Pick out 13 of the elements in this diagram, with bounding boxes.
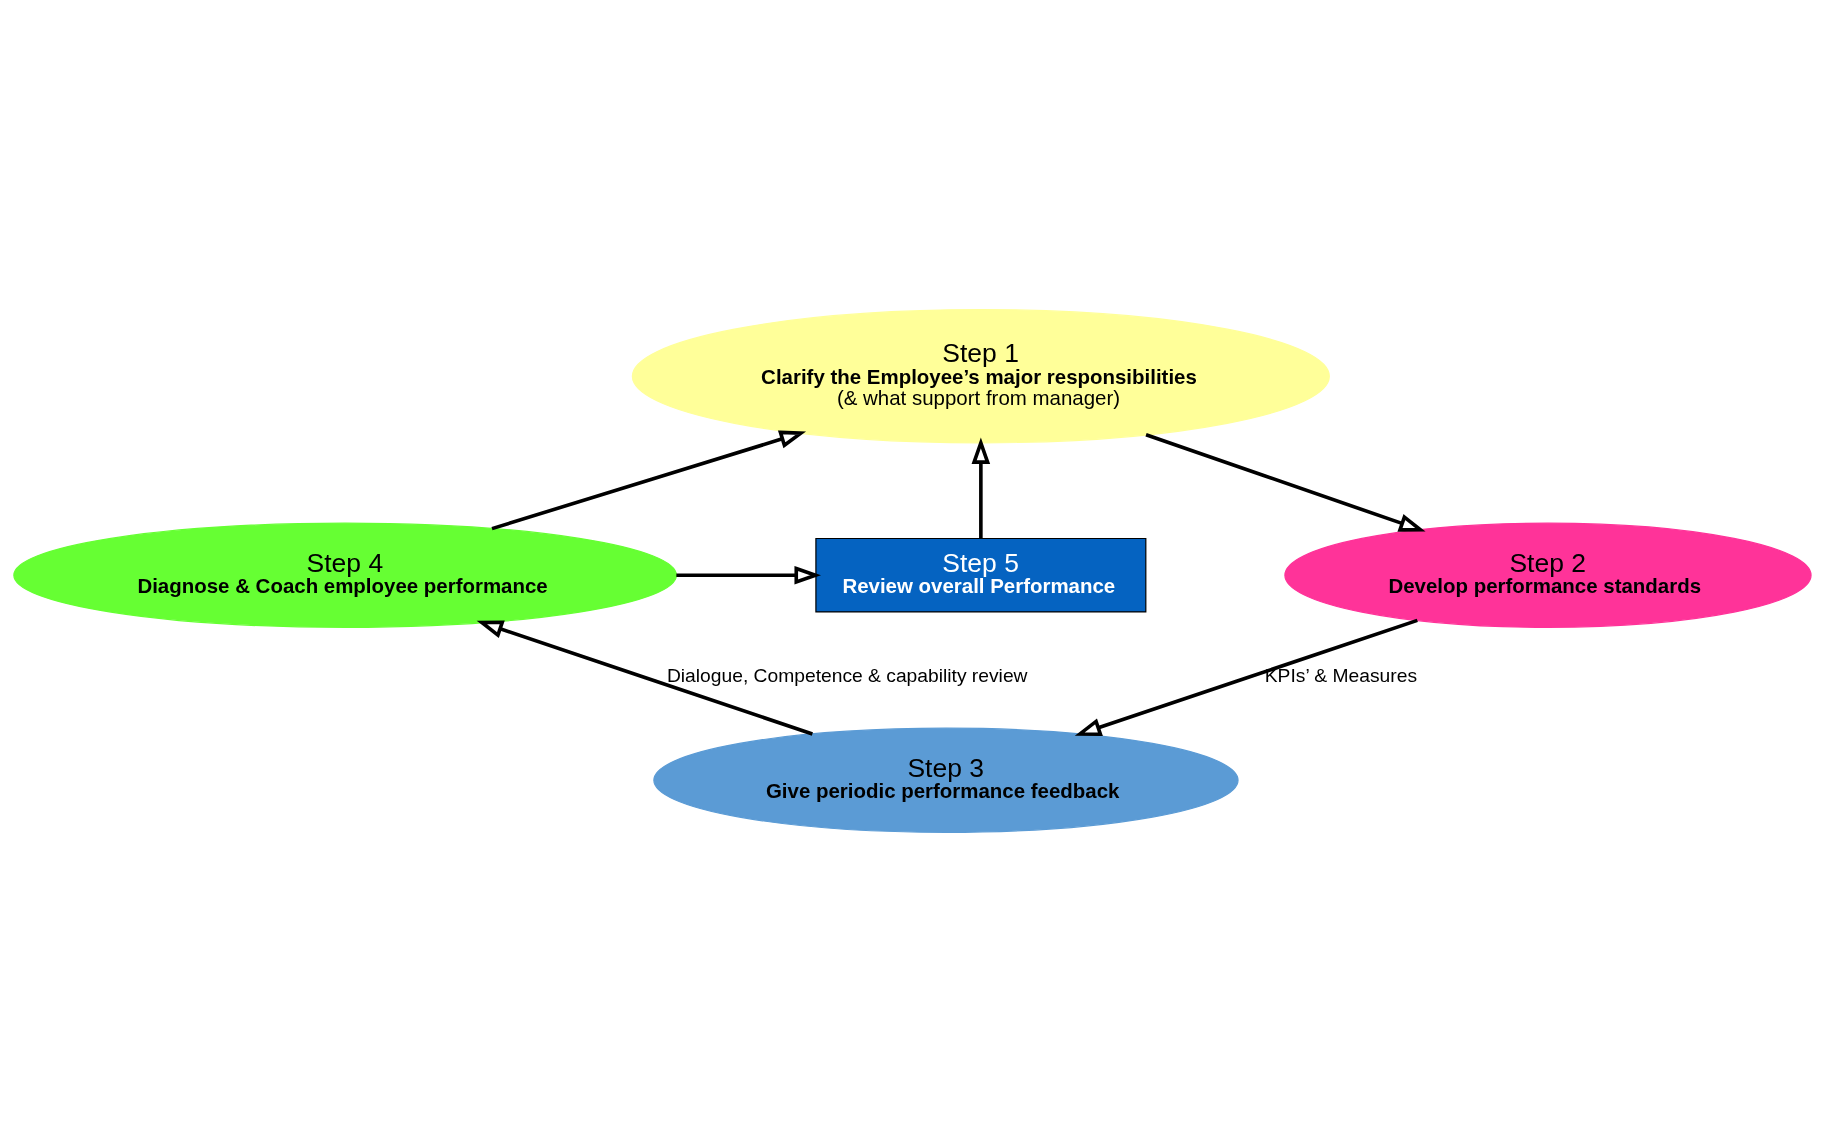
arrow — [971, 436, 990, 538]
node-ellipse: Step 1 Clarify the Employee’s major responsibilities (& what support from manager) — [631, 308, 1330, 443]
arrow — [490, 429, 806, 530]
node-ellipse: Step 4 Diagnose & Coach employee performance — [12, 522, 677, 628]
arrow — [476, 619, 813, 736]
node-box: Step 5 Review overall Performance — [814, 537, 1146, 613]
arrow — [675, 565, 821, 585]
arrow — [1074, 618, 1418, 736]
edge-label: Dialogue, Competence & capability review — [666, 664, 1028, 686]
node-ellipse: Step 2 Develop performance standards — [1283, 522, 1812, 628]
edge-label: KPIs’ & Measures — [1264, 664, 1417, 686]
node-ellipse: Step 3 Give periodic performance feedback — [652, 727, 1239, 833]
arrow — [1144, 432, 1426, 532]
